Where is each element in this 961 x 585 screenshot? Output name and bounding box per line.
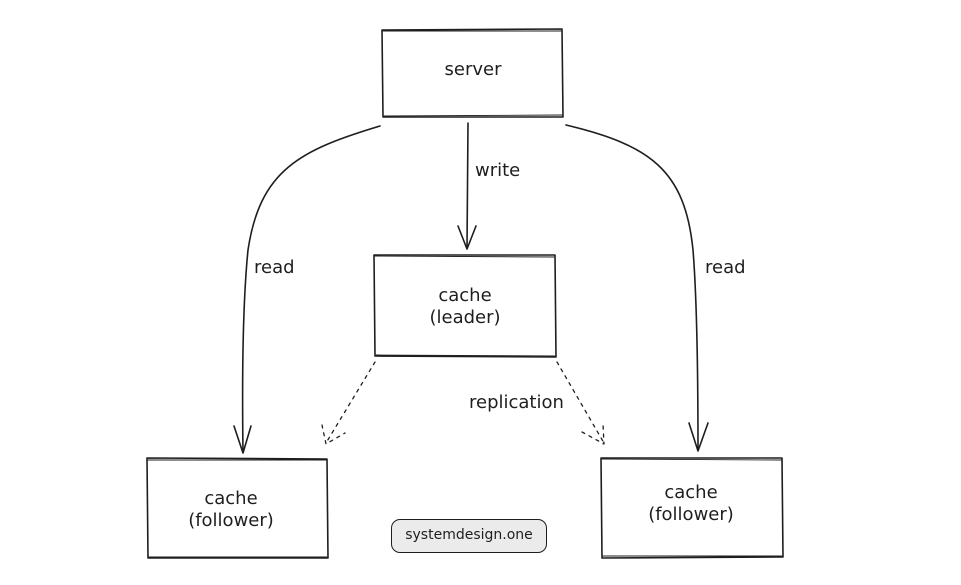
cache-follower-left-box[interactable] — [146, 457, 329, 559]
cache-follower-left-label-line-2: (follower) — [188, 510, 274, 531]
brand-badge: systemdesign.one — [391, 519, 547, 553]
cache-follower-right-label-line-2: (follower) — [648, 504, 734, 525]
cache-leader-label: cache (leader) — [375, 285, 555, 329]
replication-arrow-right — [556, 361, 605, 445]
cache-leader-label-line-2: (leader) — [429, 307, 501, 328]
cache-follower-left-label-line-1: cache — [204, 488, 258, 509]
cache-follower-left-label: cache (follower) — [186, 488, 276, 532]
read-right-edge-label: read — [705, 257, 746, 278]
server-label-line: server — [444, 59, 502, 80]
cache-follower-right-box[interactable] — [600, 457, 784, 559]
cache-follower-right-label: cache (follower) — [646, 482, 736, 526]
server-box[interactable] — [381, 28, 564, 118]
replication-edge-label: replication — [469, 392, 564, 413]
cache-follower-right-label-line-1: cache — [664, 482, 718, 503]
server-label: server — [383, 59, 563, 81]
cache-leader-label-line-1: cache — [438, 285, 492, 306]
cache-leader-box[interactable] — [373, 254, 557, 358]
read-left-edge-label: read — [254, 257, 295, 278]
write-arrow — [457, 122, 477, 250]
write-edge-label: write — [475, 160, 521, 181]
read-arrow-left — [233, 125, 381, 454]
read-arrow-right — [565, 124, 709, 452]
replication-arrow-left — [321, 361, 376, 445]
